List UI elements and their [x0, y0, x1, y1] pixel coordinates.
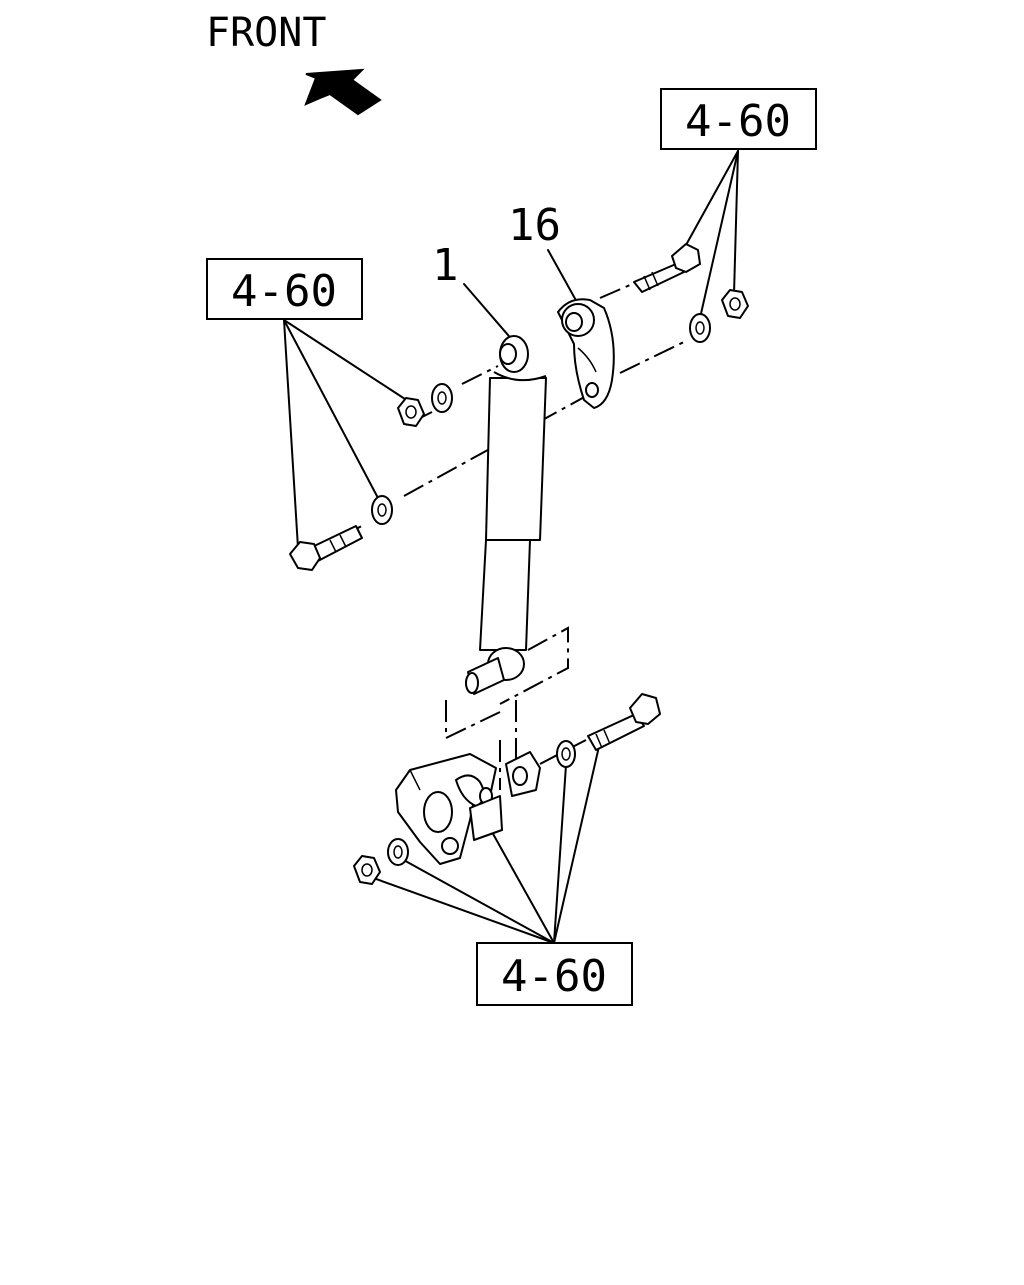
shock-absorber[interactable] [465, 335, 547, 695]
bolt-left[interactable] [289, 525, 363, 571]
leader-lines [283, 150, 739, 944]
nut-lower-left[interactable] [353, 855, 381, 885]
washer-left-top[interactable] [431, 383, 453, 413]
ref-label-left: 4-60 [231, 266, 337, 317]
nut-left-top[interactable] [397, 397, 425, 427]
front-label: FRONT [206, 10, 326, 56]
ref-box-bottom[interactable]: 4-60 [476, 942, 633, 1006]
ref-box-left[interactable]: 4-60 [206, 258, 363, 320]
front-arrow-icon [304, 68, 382, 116]
bolt-lower[interactable] [587, 693, 661, 751]
ref-label-top-right: 4-60 [685, 96, 791, 147]
ref-box-top-right[interactable]: 4-60 [660, 88, 817, 150]
washer-left-bottom[interactable] [371, 495, 393, 525]
washer-upper-right[interactable] [689, 313, 711, 343]
washer-lower-right[interactable] [556, 740, 576, 768]
ref-label-bottom: 4-60 [501, 951, 607, 1002]
washer-lower-left[interactable] [387, 838, 409, 866]
bolt-upper-right[interactable] [633, 243, 701, 293]
part-number-16: 16 [508, 200, 561, 251]
nut-upper-right[interactable] [721, 289, 749, 319]
lower-mount-bracket[interactable] [395, 751, 541, 865]
upper-bracket[interactable] [557, 298, 615, 409]
part-number-1: 1 [432, 240, 459, 291]
